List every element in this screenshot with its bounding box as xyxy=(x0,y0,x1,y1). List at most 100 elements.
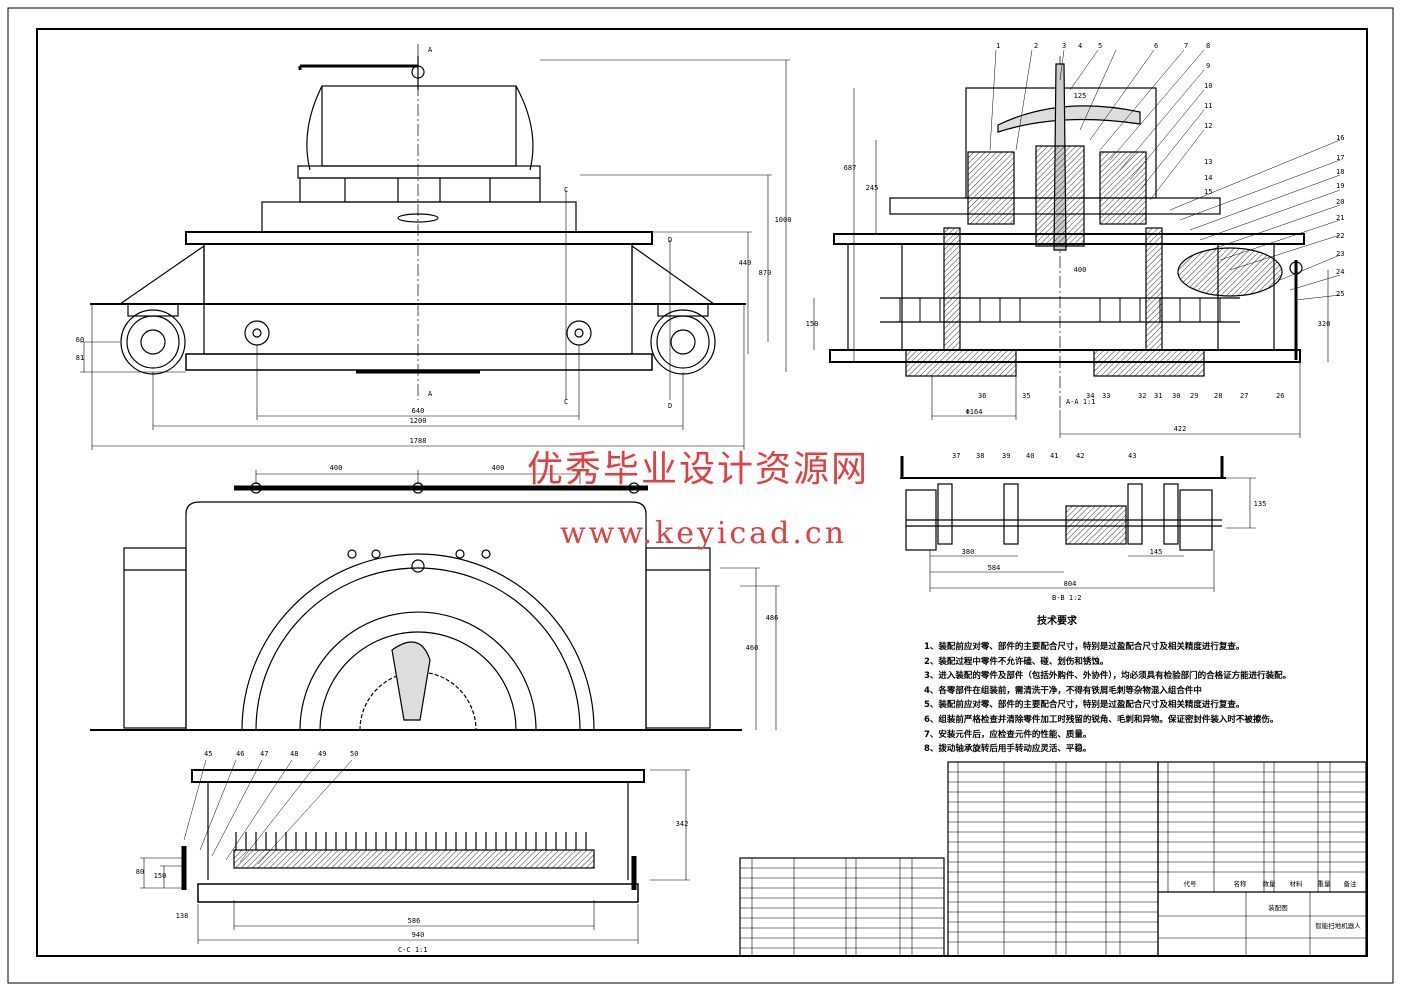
dim-top-460: 460 xyxy=(746,644,759,652)
dim-inner-dia: 400 xyxy=(1074,266,1087,274)
dim-bottom-138: 138 xyxy=(176,912,189,920)
dim-overall-width: 1788 xyxy=(410,437,427,445)
dim-section-height: 687 xyxy=(844,164,857,172)
dim-detail-135: 135 xyxy=(1254,500,1267,508)
tech-requirements-title: 技术要求 xyxy=(1037,616,1077,627)
part-no-1: 1 xyxy=(996,42,1000,50)
dim-wheel-radius: 60 xyxy=(76,336,84,344)
part-no-5: 5 xyxy=(1098,42,1102,50)
section-mark-d-top: D xyxy=(668,236,672,244)
detail-view-caption: B-B 1:2 xyxy=(1052,594,1082,602)
parts-list xyxy=(739,761,1367,957)
part-no-50: 50 xyxy=(350,750,358,758)
part-no-23: 23 xyxy=(1336,250,1344,258)
part-no-27: 27 xyxy=(1240,392,1248,400)
dim-shaft-dia: Φ164 xyxy=(966,408,983,416)
dim-bottom-80: 80 xyxy=(136,868,144,876)
dim-bottom-342: 342 xyxy=(676,820,689,828)
part-no-6: 6 xyxy=(1154,42,1158,50)
requirement-item: 1、装配前应对零、部件的主要配合尺寸，特别是过盈配合尺寸及相关精度进行复查。 xyxy=(924,642,1245,652)
section-mark-a-top: A xyxy=(428,46,433,54)
product-name: 智能扫地机器人 xyxy=(1315,921,1361,930)
section-mark-c-top: C xyxy=(564,186,568,194)
part-no-41: 41 xyxy=(1050,452,1058,460)
part-no-29: 29 xyxy=(1190,392,1198,400)
part-no-34: 34 xyxy=(1086,392,1094,400)
dim-top-right: 400 xyxy=(492,464,505,472)
part-no-15: 15 xyxy=(1204,188,1212,196)
part-no-32: 32 xyxy=(1138,392,1146,400)
watermark-url: www.keyicad.cn xyxy=(560,516,848,551)
front-view xyxy=(80,44,790,450)
part-no-43: 43 xyxy=(1128,452,1136,460)
dim-top-486: 486 xyxy=(766,614,779,622)
dim-top-left: 400 xyxy=(330,464,343,472)
section-mark-c-bottom: C xyxy=(564,398,568,406)
drawing-name: 装配图 xyxy=(1268,903,1288,912)
requirement-item: 5、装配前应对零、部件的主要配合尺寸，特别是过盈配合尺寸及相关精度进行复查。 xyxy=(924,700,1245,711)
part-no-35: 35 xyxy=(1022,392,1030,400)
part-no-47: 47 xyxy=(260,750,268,758)
dim-base-height: 150 xyxy=(806,320,819,328)
part-no-45: 45 xyxy=(204,750,212,758)
part-no-19: 19 xyxy=(1336,182,1344,190)
dim-bottom-586: 586 xyxy=(408,917,421,925)
col-name: 名称 xyxy=(1234,879,1248,888)
dim-bottom-940: 940 xyxy=(412,931,425,939)
section-mark-a-bottom: A xyxy=(428,390,433,398)
section-view-labels: 1 2 3 4 5 6 7 8 9 10 11 12 13 14 15 16 1… xyxy=(806,42,1345,433)
section-mark-d-bottom: D xyxy=(668,402,672,410)
part-no-26: 26 xyxy=(1276,392,1284,400)
tech-requirements-list: 1、装配前应对零、部件的主要配合尺寸，特别是过盈配合尺寸及相关精度进行复查。 2… xyxy=(924,640,1291,757)
dim-side-height: 320 xyxy=(1318,320,1331,328)
dim-wheel-offset: 81 xyxy=(76,354,84,362)
part-no-30: 30 xyxy=(1172,392,1180,400)
dim-upper-height: 245 xyxy=(866,184,879,192)
dim-bottom-150: 150 xyxy=(154,872,167,880)
part-no-36: 36 xyxy=(978,392,986,400)
dim-blade: 125 xyxy=(1074,92,1087,100)
part-no-17: 17 xyxy=(1336,154,1344,162)
part-no-28: 28 xyxy=(1214,392,1222,400)
detail-view xyxy=(900,456,1256,592)
dim-body-height: 440 xyxy=(739,259,752,267)
col-remarks: 备注 xyxy=(1344,879,1358,888)
part-no-33: 33 xyxy=(1102,392,1110,400)
part-no-21: 21 xyxy=(1336,214,1344,222)
part-no-18: 18 xyxy=(1336,168,1344,176)
bottom-view xyxy=(140,759,690,944)
part-no-39: 39 xyxy=(1002,452,1010,460)
part-no-49: 49 xyxy=(318,750,326,758)
col-weight: 重量 xyxy=(1318,880,1332,888)
part-no-8: 8 xyxy=(1206,42,1210,50)
dim-total-height: 1000 xyxy=(775,216,792,224)
dim-detail-380: 380 xyxy=(962,548,975,556)
outer-border xyxy=(7,7,1394,984)
bottom-view-caption: C-C 1:1 xyxy=(398,946,428,954)
section-view-caption: A-A 1:1 xyxy=(1066,398,1096,406)
part-no-46: 46 xyxy=(236,750,244,758)
col-qty: 数量 xyxy=(1263,879,1277,888)
part-no-24: 24 xyxy=(1336,268,1344,276)
part-no-14: 14 xyxy=(1204,174,1212,182)
part-no-40: 40 xyxy=(1026,452,1034,460)
detail-view-labels: 37 38 39 40 41 42 43 380 584 804 145 135… xyxy=(952,452,1266,602)
inner-border xyxy=(36,28,1368,957)
part-no-37: 37 xyxy=(952,452,960,460)
top-view xyxy=(90,470,780,731)
col-material: 材料 xyxy=(1290,879,1304,888)
part-no-22: 22 xyxy=(1336,232,1344,240)
dim-bolt-spacing: 640 xyxy=(412,407,425,415)
dim-detail-584: 584 xyxy=(988,564,1001,572)
requirement-item: 2、装配过程中零件不允许磕、碰、划伤和锈蚀。 xyxy=(924,656,1109,667)
part-no-25: 25 xyxy=(1336,290,1344,298)
dim-detail-145: 145 xyxy=(1150,548,1163,556)
dim-wheelbase: 1200 xyxy=(410,417,427,425)
part-no-13: 13 xyxy=(1204,158,1212,166)
dim-half-width: 422 xyxy=(1174,425,1187,433)
dim-detail-804: 804 xyxy=(1064,580,1077,588)
requirement-item: 7、安装元件后，应检查元件的性能、质量。 xyxy=(924,729,1092,740)
part-no-31: 31 xyxy=(1154,392,1162,400)
part-no-16: 16 xyxy=(1336,134,1344,142)
